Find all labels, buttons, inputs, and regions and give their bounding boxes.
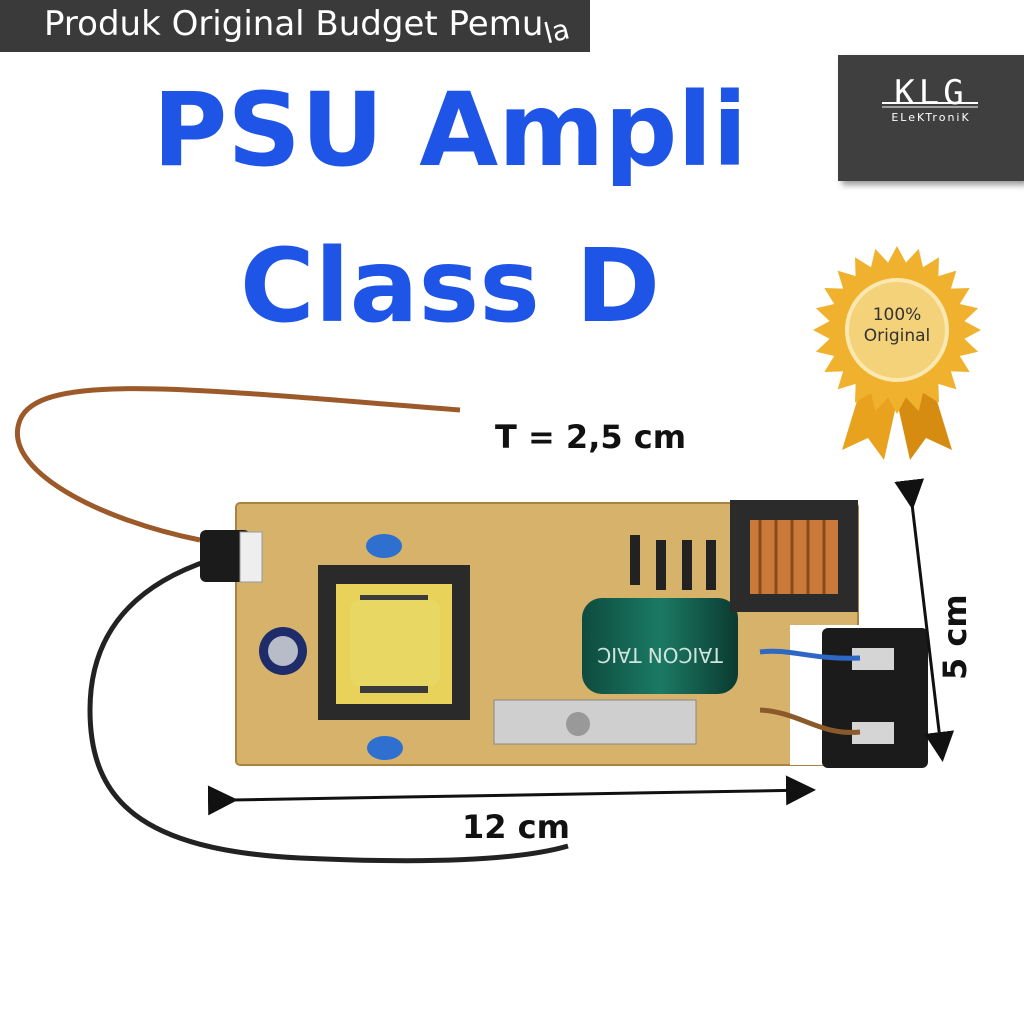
small-capacitor: [259, 627, 307, 675]
brown-wire: [15, 386, 461, 543]
ac-socket: [822, 628, 928, 768]
transformer: [318, 565, 470, 720]
svg-text:TAICON TAIC: TAICON TAIC: [597, 643, 723, 667]
top-banner: Produk Original Budget Pemula: [0, 0, 590, 52]
badge-percent: 100%: [872, 305, 922, 325]
wire-connector: [200, 530, 250, 582]
original-badge: 100% Original: [812, 238, 982, 474]
logo-icon: [882, 102, 978, 108]
logo-mark: KLG: [894, 73, 968, 113]
width-label: 12 cm: [462, 808, 570, 846]
logo-subtitle: ELeKTroniK: [891, 111, 971, 124]
common-mode-choke: [730, 500, 858, 612]
title-line2: Class D: [239, 227, 661, 346]
width-arrow: [207, 775, 816, 816]
pcb-board: [235, 502, 859, 766]
title-line1: PSU Ampli: [152, 71, 748, 190]
heatsink: [493, 699, 697, 745]
main-capacitor: [582, 598, 738, 694]
banner-text: Produk Original Budget Pemula: [44, 4, 574, 51]
thickness-label: T = 2,5 cm: [495, 418, 687, 456]
brand-logo: KLG ELeKTroniK: [838, 55, 1024, 181]
seal-icon: [813, 246, 981, 460]
badge-label: Original: [863, 326, 931, 346]
height-label: 5 cm: [936, 594, 974, 680]
diodes: [630, 535, 716, 590]
